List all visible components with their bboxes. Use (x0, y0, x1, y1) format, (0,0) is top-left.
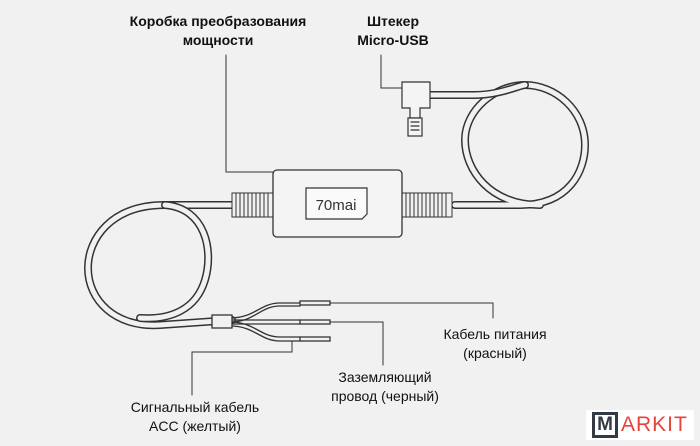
wires (211, 300, 331, 342)
watermark-letter: M (592, 412, 618, 438)
strain-relief-right (401, 192, 453, 218)
micro-usb-plug (401, 81, 431, 137)
device-logo: 70mai (316, 197, 357, 214)
strain-relief-left (231, 192, 274, 218)
watermark-text: ARKIT (621, 413, 688, 436)
label-power-cable: Кабель питания(красный) (443, 326, 547, 361)
cable-right (426, 80, 590, 209)
leader-lines (191, 54, 494, 396)
cable-left (83, 201, 236, 330)
watermark-logo: M ARKIT (586, 410, 694, 440)
